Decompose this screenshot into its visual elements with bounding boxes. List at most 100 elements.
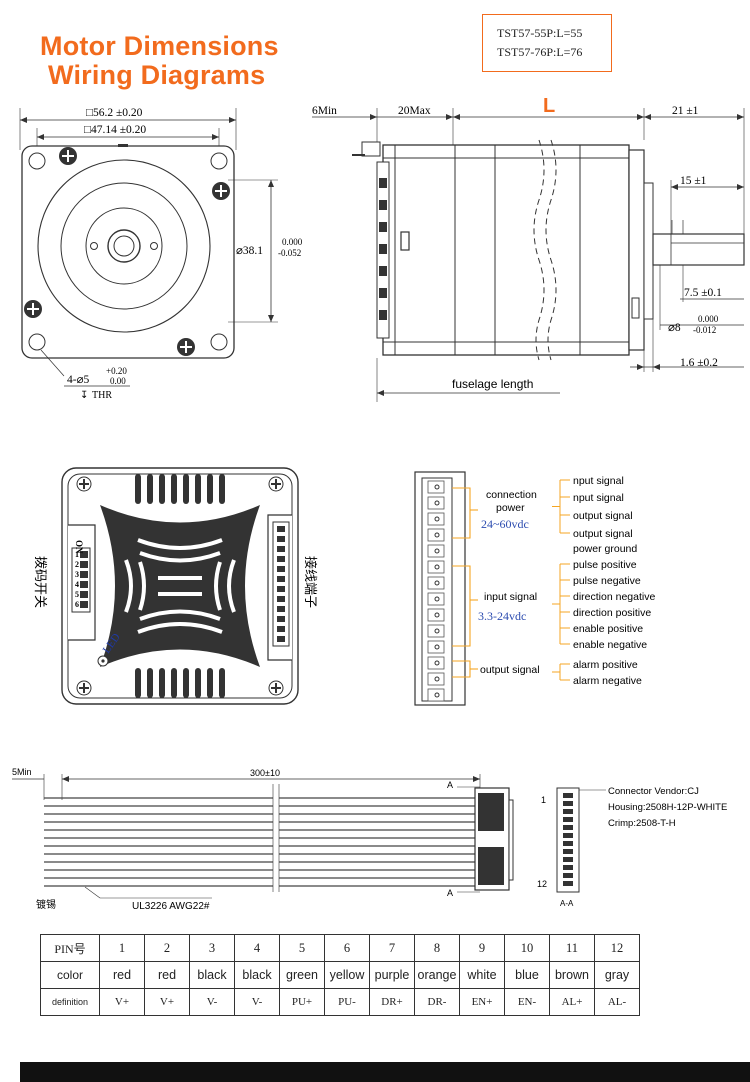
wire-color-cell: purple <box>369 961 415 989</box>
dim-boss-diameter: ⌀38.1 <box>236 245 263 257</box>
power-voltage: 24~60vdc <box>481 517 529 531</box>
pin-header: PIN号 <box>40 934 100 962</box>
dip-number: 5 <box>75 590 79 599</box>
connector-vendor: Connector Vendor:CJ <box>608 786 699 797</box>
wire-color-cell: yellow <box>324 961 370 989</box>
wire-color-cell: blue <box>504 961 550 989</box>
wire-color-cell: black <box>189 961 235 989</box>
dim-boss-tol-lower: -0.052 <box>278 248 301 258</box>
terminal-pin-label: enable negative <box>573 639 647 651</box>
terminal-pin-label: power ground <box>573 543 637 555</box>
terminal-pin-label: alarm negative <box>573 675 642 687</box>
pin-definition-cell: AL+ <box>549 988 595 1016</box>
terminal-label: 接线端子 <box>303 556 318 608</box>
dim-flat-depth: 7.5 ±0.1 <box>684 287 722 299</box>
definition-header: definition <box>40 988 100 1016</box>
pin-definition-cell: DR+ <box>369 988 415 1016</box>
wire-color-cell: white <box>459 961 505 989</box>
pin-number-cell: 11 <box>549 934 595 962</box>
screw-icon <box>24 147 230 356</box>
terminal-pin-label: nput signal <box>573 492 624 504</box>
output-group-label: output signal <box>480 664 540 676</box>
title-line-1: Motor Dimensions <box>40 31 279 61</box>
dim-20max: 20Max <box>398 105 431 117</box>
connector-crimp: Crimp:2508-T-H <box>608 818 676 829</box>
dip-number: 6 <box>75 600 79 609</box>
pin-definition-cell: V- <box>189 988 235 1016</box>
cable-length: 300±10 <box>250 768 280 778</box>
terminal-pinout-diagram: connection power 24~60vdc input signal 3… <box>414 471 655 706</box>
dim-shaft-diameter: ⌀8 <box>668 322 681 334</box>
footer-bar <box>20 1062 750 1082</box>
wire-color-cell: red <box>99 961 145 989</box>
model-55p: TST57-55P:L=55 <box>497 26 583 40</box>
dim-shaft-flat: 15 ±1 <box>680 175 707 187</box>
color-header: color <box>40 961 100 989</box>
motor-front-view: □56.2 ±0.20 □47.14 ±0.20 ⌀38.1 0.000 -0.… <box>19 107 303 401</box>
terminal-pin-label: nput signal <box>573 475 624 487</box>
wire-color-cell: orange <box>414 961 460 989</box>
connector-housing: Housing:2508H-12P-WHITE <box>608 802 727 813</box>
pin-number-cell: 2 <box>144 934 190 962</box>
dip-number: 2 <box>75 560 79 569</box>
dim-outer-square: □56.2 ±0.20 <box>86 107 143 119</box>
section-marker-bottom: A <box>447 888 453 898</box>
driver-back-view: 1 2 3 4 5 6 ON 拨码开关 接线端子 LED <box>33 467 318 705</box>
cable-diagram: 5Min 300±10 A A UL3226 AWG22# 镀锡 1 12 A-… <box>12 767 727 912</box>
pin-number-cell: 3 <box>189 934 235 962</box>
pin-definition-cell: V+ <box>144 988 190 1016</box>
dim-boss-height: 1.6 ±0.2 <box>680 357 718 369</box>
pin-number-cell: 12 <box>594 934 640 962</box>
input-group-label: input signal <box>484 591 537 603</box>
cable-dim-min: 5Min <box>12 767 32 777</box>
dim-6min: 6Min <box>312 105 337 117</box>
depth-symbol-icon: ↧ <box>80 390 88 401</box>
pin-number-cell: 6 <box>324 934 370 962</box>
pin-number-cell: 10 <box>504 934 550 962</box>
model-length-box: TST57-55P:L=55 TST57-76P:L=76 <box>482 14 612 72</box>
dip-number: 3 <box>75 570 79 579</box>
pin-definition-cell: PU+ <box>279 988 325 1016</box>
model-76p: TST57-76P:L=76 <box>497 45 583 59</box>
conn-pin-first: 1 <box>541 795 546 805</box>
section-marker-top: A <box>447 780 453 790</box>
terminal-pin-label: direction positive <box>573 607 651 619</box>
dim-length-l: L <box>543 95 555 117</box>
pin-number-cell: 1 <box>99 934 145 962</box>
dim-shaft-tol-upper: 0.000 <box>698 314 719 324</box>
power-group-line-1: connection <box>486 489 537 501</box>
terminal-pin-label: pulse negative <box>573 575 641 587</box>
holes-depth: THR <box>92 390 112 401</box>
terminal-pin-label: alarm positive <box>573 659 638 671</box>
terminal-pin-label: pulse positive <box>573 559 637 571</box>
table-row: definition V+V+V-V-PU+PU-DR+DR-EN+EN-AL+… <box>40 988 640 1016</box>
screw-icon <box>76 476 284 696</box>
wire-color-cell: brown <box>549 961 595 989</box>
pin-definition-cell: PU- <box>324 988 370 1016</box>
dip-number: 1 <box>75 550 79 559</box>
dip-number: 4 <box>75 580 79 589</box>
pin-number-cell: 8 <box>414 934 460 962</box>
fuselage-length-label: fuselage length <box>452 377 533 391</box>
title-line-2: Wiring Diagrams <box>48 60 266 90</box>
terminal-pin-label: output signal <box>573 528 633 540</box>
dim-shaft-total: 21 ±1 <box>672 105 699 117</box>
motor-side-view: 6Min 20Max L 21 ±1 15 ±1 7.5 ±0.1 ⌀8 <box>312 95 745 402</box>
terminal-pin-label: output signal <box>573 510 633 522</box>
wire-color-cell: green <box>279 961 325 989</box>
pin-definition-cell: V+ <box>99 988 145 1016</box>
pin-number-cell: 9 <box>459 934 505 962</box>
wire-color-cell: red <box>144 961 190 989</box>
dim-boss-tol-upper: 0.000 <box>282 237 303 247</box>
pin-definition-cell: DR- <box>414 988 460 1016</box>
pin-definition-cell: V- <box>234 988 280 1016</box>
dip-on-label: ON <box>74 540 84 554</box>
pin-definition-cell: AL- <box>594 988 640 1016</box>
terminal-pin-label: direction negative <box>573 591 655 603</box>
dim-shaft-tol-lower: -0.012 <box>693 325 716 335</box>
wire-color-cell: black <box>234 961 280 989</box>
pin-number-cell: 4 <box>234 934 280 962</box>
pin-definition-cell: EN- <box>504 988 550 1016</box>
